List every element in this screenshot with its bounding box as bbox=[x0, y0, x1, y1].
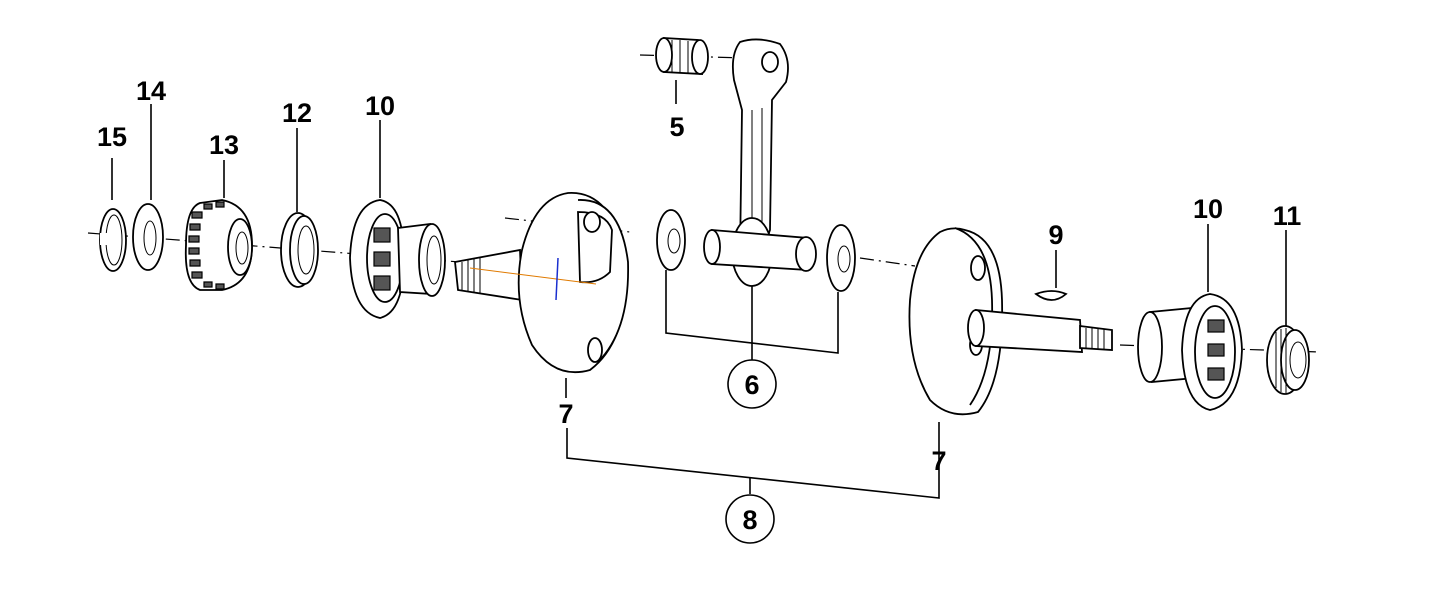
washer-part-14 bbox=[132, 203, 164, 271]
washer-part-6-left bbox=[656, 209, 686, 271]
callout-13: 13 bbox=[209, 130, 239, 160]
callout-8-circle bbox=[725, 494, 775, 544]
woodruff-key-part-9 bbox=[1034, 290, 1068, 301]
callout-10-left: 10 bbox=[365, 91, 395, 121]
seal-part-11 bbox=[1266, 325, 1310, 395]
callout-labels: 15 14 13 12 10 5 9 10 11 7 7 6 8 bbox=[97, 76, 1302, 544]
callout-9: 9 bbox=[1048, 220, 1063, 250]
callout-10-right: 10 bbox=[1193, 194, 1223, 224]
callout-8: 8 bbox=[742, 505, 757, 535]
callout-11: 11 bbox=[1273, 201, 1302, 231]
crank-pin bbox=[703, 229, 817, 272]
leader-lines bbox=[111, 80, 1287, 499]
callout-5: 5 bbox=[669, 112, 684, 142]
callout-6-circle bbox=[727, 359, 777, 409]
washer-part-6-right bbox=[826, 224, 856, 292]
callout-7-right: 7 bbox=[931, 446, 946, 476]
circlip-part-15 bbox=[99, 208, 127, 272]
callout-15: 15 bbox=[97, 122, 127, 152]
callout-14: 14 bbox=[136, 76, 166, 106]
callout-7-left: 7 bbox=[558, 399, 573, 429]
callout-12: 12 bbox=[282, 98, 312, 128]
bearing-part-10-right bbox=[1137, 293, 1243, 411]
gear-part-13 bbox=[184, 199, 253, 291]
callout-6: 6 bbox=[744, 370, 759, 400]
bearing-part-10-left bbox=[349, 199, 446, 319]
crank-half-part-7-left bbox=[454, 192, 629, 374]
crank-half-part-7-right bbox=[908, 227, 1113, 416]
seal-ring-part-12 bbox=[280, 212, 319, 288]
needle-bearing-part-5 bbox=[655, 37, 709, 75]
center-axis bbox=[87, 54, 1321, 353]
